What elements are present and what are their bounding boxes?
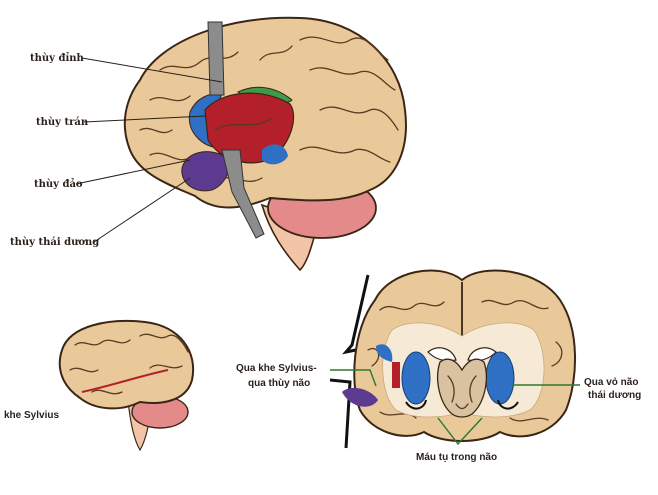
label-hematoma: Máu tụ trong não — [416, 452, 497, 463]
coronal-section-figure: Qua khe Sylvius- qua thùy não Qua vỏ não… — [236, 269, 641, 463]
deep-structures — [437, 358, 487, 418]
probe-angled — [221, 149, 265, 239]
insula-blue-left — [376, 344, 393, 362]
purple-temporal — [342, 387, 378, 407]
label-via-sylvian-1: Qua khe Sylvius- — [236, 363, 317, 374]
ventricle-left — [427, 347, 457, 362]
label-parietal: thùy đỉnh — [30, 53, 85, 64]
approach-line-lower — [329, 378, 352, 449]
small-brain-figure: khe Sylvius — [4, 319, 195, 452]
label-temporal: thùy thái dương — [10, 237, 99, 248]
hematoma-left — [401, 351, 431, 405]
leader-parietal — [81, 57, 223, 83]
label-sylvian-fissure: khe Sylvius — [4, 410, 59, 421]
small-cerebrum — [58, 319, 195, 410]
label-insula: thùy đảo — [34, 179, 83, 190]
pointer-hematoma — [437, 417, 483, 446]
pointer-via-sylvian — [330, 369, 377, 387]
leader-frontal — [83, 115, 206, 123]
label-frontal: thùy trán — [36, 117, 89, 128]
leader-temporal — [93, 177, 191, 243]
label-via-cortex-1: Qua vỏ não — [584, 377, 638, 388]
red-fissure-mark — [392, 362, 400, 388]
sylvian-fissure-line — [81, 369, 169, 393]
temporal-blue — [262, 144, 288, 165]
lateral-brain-figure: thùy đỉnh thùy trán thùy đảo thùy thái d… — [10, 16, 407, 272]
probe-vertical — [207, 21, 225, 96]
label-via-cortex-2: thái dương — [588, 390, 641, 401]
hematoma-right — [485, 351, 515, 405]
label-via-sylvian-2: qua thùy não — [248, 378, 310, 389]
leader-insula — [75, 159, 191, 185]
